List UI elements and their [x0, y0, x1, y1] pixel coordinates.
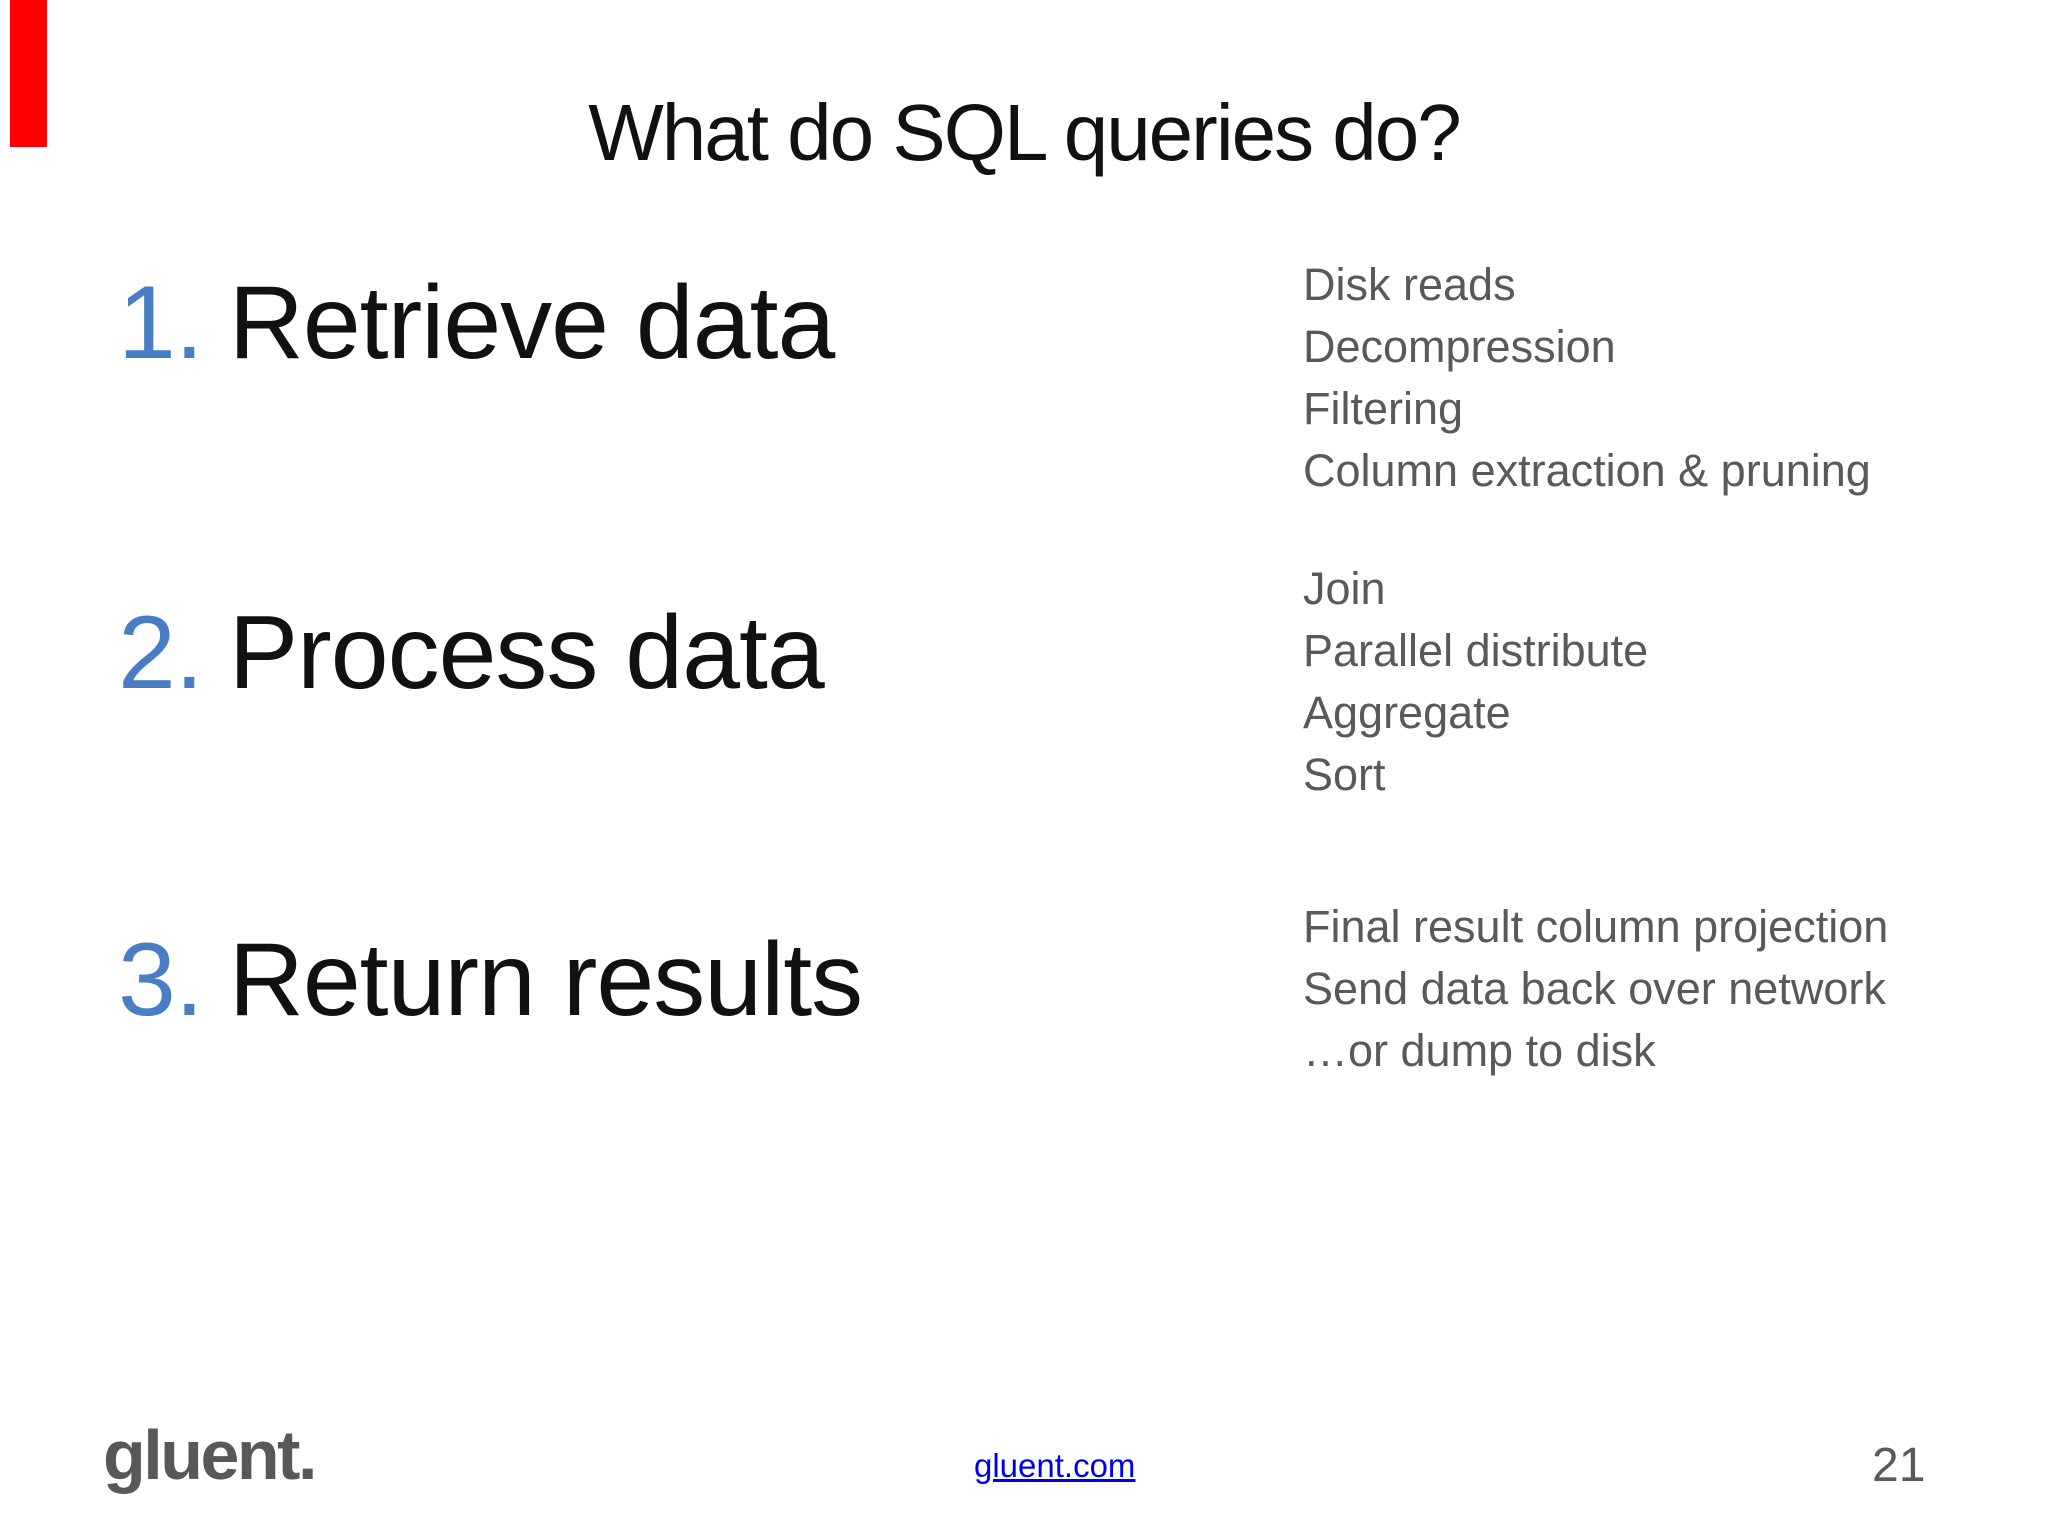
item-number: 1. [118, 265, 204, 381]
item-number: 2. [118, 595, 204, 711]
detail-line: Parallel distribute [1303, 625, 1649, 676]
detail-line: Sort [1303, 749, 1386, 800]
item-label: Return results [228, 922, 863, 1038]
item-label: Retrieve data [228, 265, 836, 381]
item-label: Process data [228, 595, 825, 711]
red-accent-bar [10, 0, 47, 147]
list-item-process-data: 2.Process data [118, 588, 825, 718]
detail-line: …or dump to disk [1303, 1025, 1656, 1076]
detail-block-retrieve: Disk reads Decompression Filtering Colum… [1303, 254, 1871, 502]
detail-block-return: Final result column projection Send data… [1303, 896, 1888, 1082]
detail-line: Final result column projection [1303, 901, 1889, 952]
detail-block-process: Join Parallel distribute Aggregate Sort [1303, 558, 1648, 806]
detail-line: Send data back over network [1303, 963, 1886, 1014]
page-number: 21 [1872, 1439, 1926, 1492]
list-item-retrieve-data: 1.Retrieve data [118, 258, 836, 388]
page-title: What do SQL queries do? [588, 88, 1462, 177]
detail-line: Aggregate [1303, 687, 1511, 738]
detail-line: Decompression [1303, 321, 1616, 372]
gluent-com-link[interactable]: gluent.com [974, 1447, 1136, 1484]
list-item-return-results: 3.Return results [118, 915, 863, 1045]
detail-line: Join [1303, 563, 1386, 614]
item-number: 3. [118, 922, 204, 1038]
detail-line: Column extraction & pruning [1303, 445, 1871, 496]
detail-line: Disk reads [1303, 259, 1516, 310]
gluent-logo: gluent. [103, 1416, 317, 1494]
detail-line: Filtering [1303, 383, 1464, 434]
